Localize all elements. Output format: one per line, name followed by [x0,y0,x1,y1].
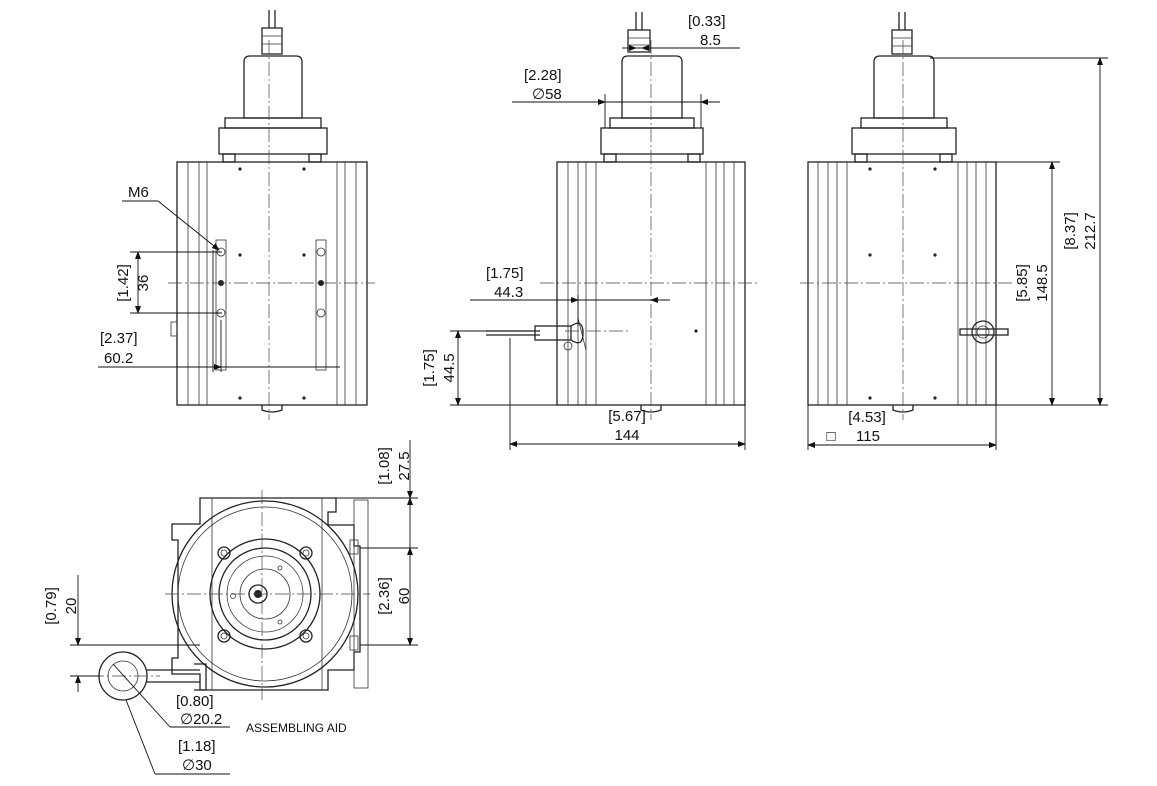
wire-height-mm: 44.5 [441,353,458,382]
head-diameter-mm: ∅58 [532,86,562,103]
top-offset-mm: 27.5 [396,451,413,480]
overall-height-mm: 212.7 [1082,212,1099,250]
side-view: [0.33] 8.5 [2.28] ∅58 [1.75] 44.3 [1.75]… [421,12,760,450]
depth-mm: 115 [856,428,880,445]
square-symbol: □ [826,428,835,445]
depth-inch: [4.53] [848,409,886,426]
front-view: M6 [1.42] 36 [2.37] 60.2 [98,10,375,420]
hole-spacing-mm: 36 [135,275,152,292]
gland-dim-inch: [0.33] [688,13,726,30]
aid-inner-dia-inch: [0.80] [176,693,214,710]
assembling-aid-label: ASSEMBLING AID [246,721,347,735]
hole-offset-mm: 60.2 [104,350,133,367]
head-diameter-inch: [2.28] [524,67,562,84]
aid-offset-mm: 20 [63,598,80,615]
wire-offset-mm: 44.3 [494,284,523,301]
aid-outer-dia-inch: [1.18] [178,738,216,755]
wire-offset-inch: [1.75] [486,265,524,282]
aid-inner-dia-mm: ∅20.2 [180,711,222,728]
body-height-inch: [5.85] [1014,264,1031,302]
thread-label: M6 [128,184,149,201]
body-height-mm: 148.5 [1034,264,1051,302]
rear-view: [8.37] 212.7 [5.85] 148.5 [4.53] □ 115 [800,12,1108,450]
width-mm: 144 [614,427,639,444]
wire-height-inch: [1.75] [421,349,438,387]
hole-spacing-inch: [1.42] [115,264,132,302]
top-view: [1.08] 27.5 [2.36] 60 [0.79] 20 [0.80] ∅… [43,440,418,775]
aid-offset-inch: [0.79] [43,587,60,625]
aid-outer-dia-mm: ∅30 [182,757,212,774]
center-height-mm: 60 [396,588,413,605]
hole-offset-inch: [2.37] [100,330,138,347]
top-offset-inch: [1.08] [376,447,393,485]
overall-height-inch: [8.37] [1062,212,1079,250]
center-height-inch: [2.36] [376,577,393,615]
width-inch: [5.67] [608,408,646,425]
gland-dim-mm: 8.5 [700,32,721,49]
